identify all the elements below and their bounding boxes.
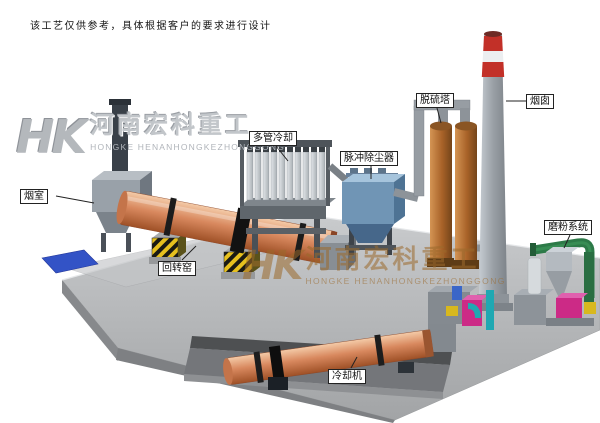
leader-lines [55, 100, 571, 369]
hk-monogram: HK [16, 110, 87, 164]
company-name-cn: 河南宏科重工 [90, 112, 253, 139]
pulse-dust-collector [342, 168, 419, 255]
center-watermark: HK 河南宏科重工 HONGKE HENANHONGKEZHONGGONG [242, 244, 506, 288]
label-smoke-chamber: 烟室 [20, 189, 48, 204]
label-multi-tube-cooler: 多管冷却 [249, 131, 297, 146]
stack [112, 103, 128, 189]
cooler-tubes [246, 147, 326, 201]
label-cooling-machine: 冷却机 [328, 369, 366, 384]
watermark-name-cn: 河南宏科重工 [305, 244, 480, 274]
company-name-en: HONGKE HENANHONGKEZHONGGONG [90, 142, 286, 152]
blue-pad [41, 249, 99, 274]
label-rotary-kiln: 回转窑 [158, 261, 196, 276]
company-logo: HK 河南宏科重工 HONGKE HENANHONGKEZHONGGONG [16, 112, 285, 162]
kiln-head-housing [320, 235, 356, 270]
watermark-name-en: HONGKE HENANHONGKEZHONGGONG [305, 276, 506, 286]
cooling-machine [223, 316, 462, 390]
label-pulse-dust-collector: 脉冲除尘器 [340, 151, 398, 166]
label-chimney: 烟囱 [526, 94, 554, 109]
label-desulfurization-tower: 脱硫塔 [416, 93, 454, 108]
hk-monogram: HK [242, 243, 304, 289]
aux-equipment [428, 286, 494, 330]
label-grinding-system: 磨粉系统 [544, 220, 592, 235]
grinding-system [514, 238, 596, 326]
disclaimer-note: 该工艺仅供参考，具体根据客户的要求进行设计 [30, 21, 272, 32]
